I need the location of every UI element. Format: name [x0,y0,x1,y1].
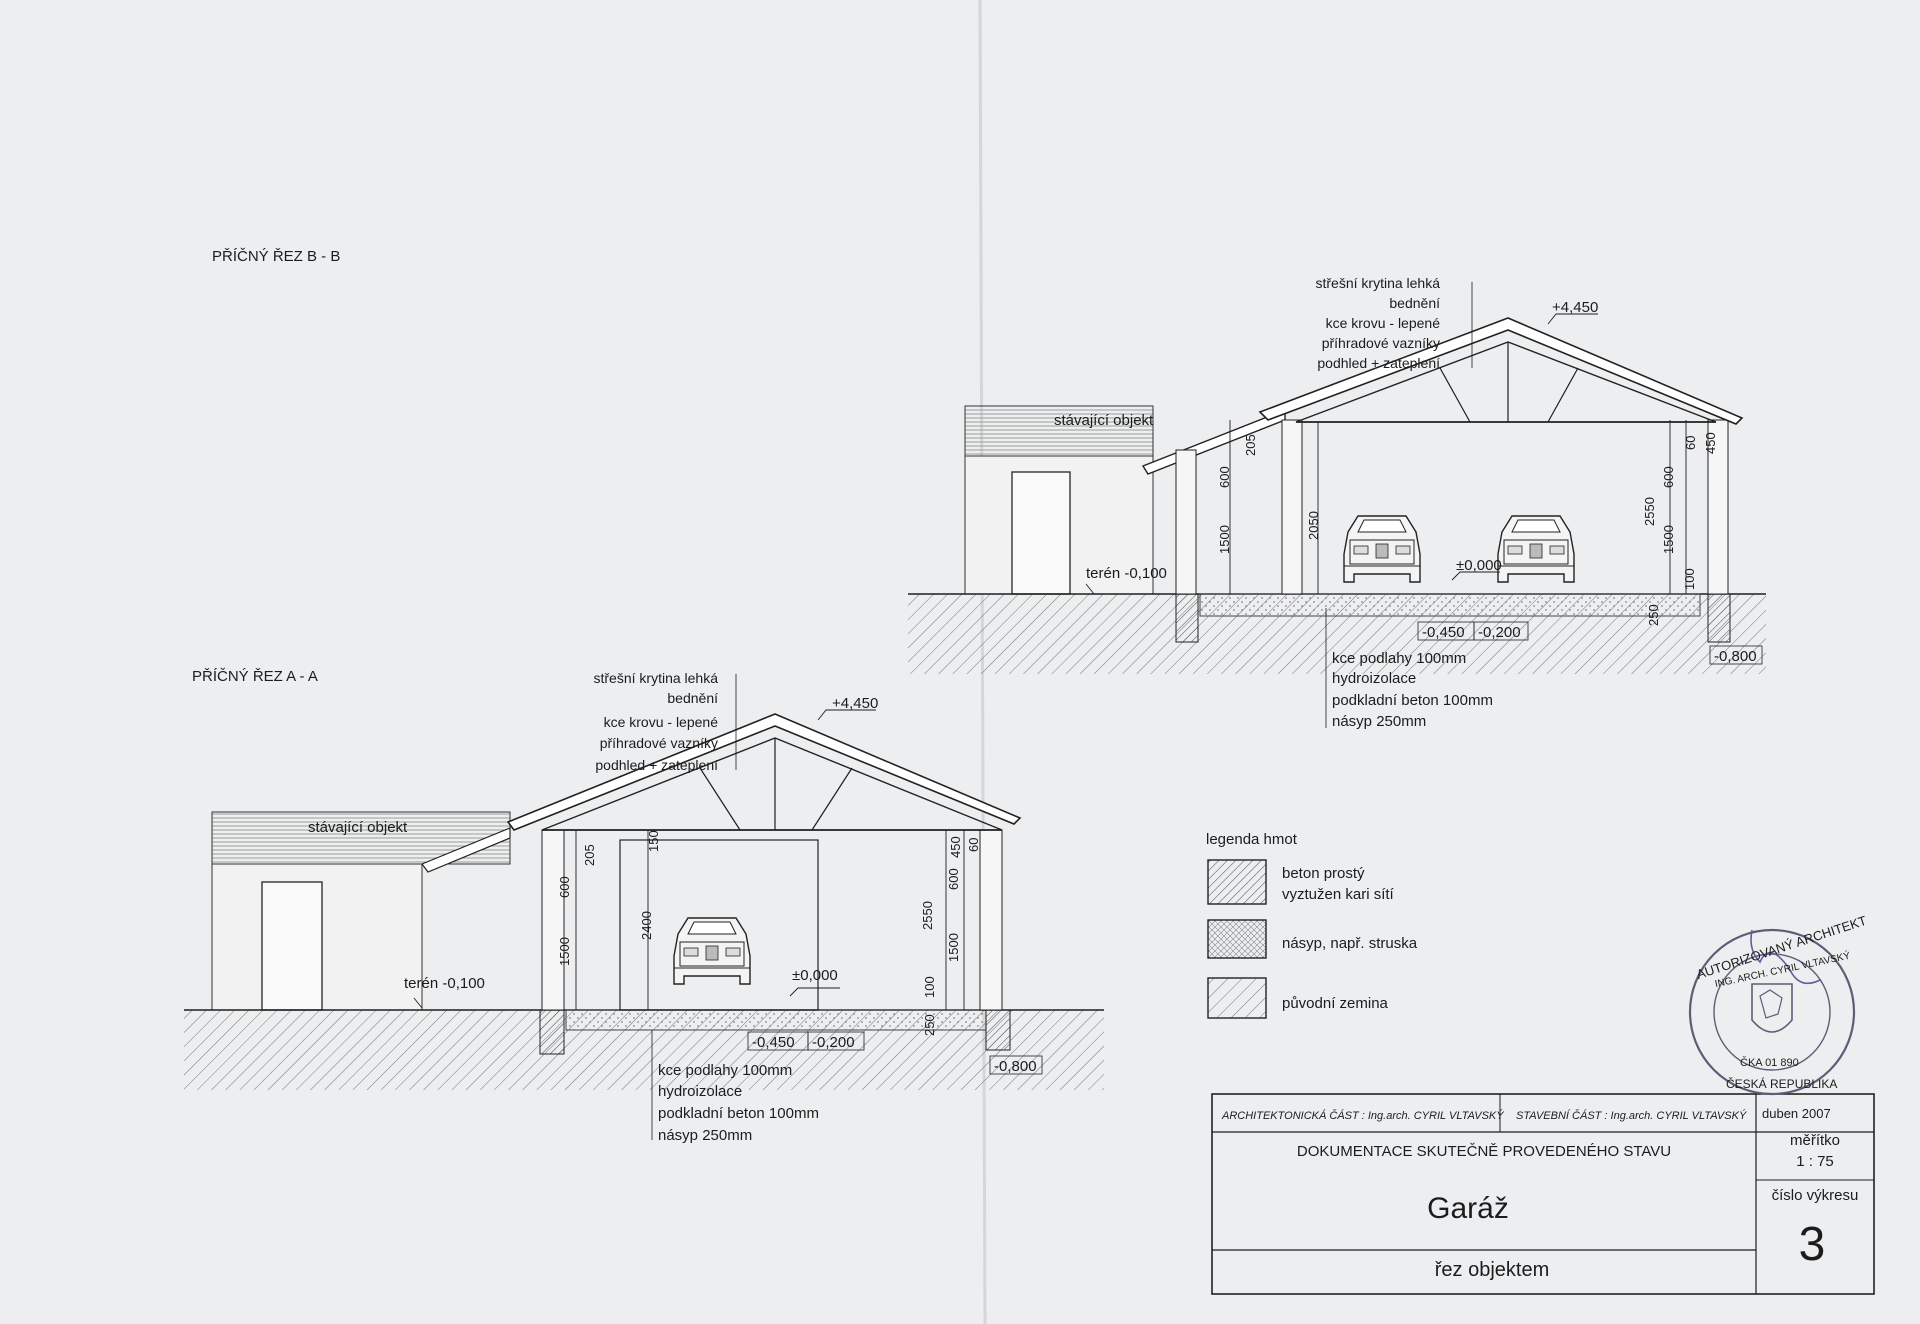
legend-item-1-line-2: vyztužen kari sítí [1282,886,1395,903]
section-bb-dim-600b: 600 [1661,466,1676,488]
legend-swatch-soil [1207,977,1267,1019]
section-bb-roof-layer-3: kce krovu - lepené [1326,315,1441,331]
title-block-date: duben 2007 [1762,1106,1831,1121]
section-aa-dim-1500b: 1500 [946,933,961,962]
section-bb-dim-1500a: 1500 [1217,525,1232,554]
legend: legenda hmot beton prostý vyztužen kari … [1206,831,1418,1019]
section-aa-level-0450: -0,450 [752,1034,795,1051]
section-bb-ridge-level: +4,450 [1552,299,1598,316]
legend-item-3: původní zemina [1282,995,1389,1012]
title-block-arch-part: ARCHITEKTONICKÁ ČÁST : Ing.arch. CYRIL V… [1221,1109,1504,1122]
section-aa-roof-layer-2: bednění [667,690,718,706]
section-aa: PŘÍČNÝ ŘEZ A - A stávající objekt 205 [184,668,1104,1144]
section-aa-level-0800: -0,800 [994,1058,1037,1075]
stamp-signature [1750,929,1821,985]
section-bb-floor-level: ±0,000 [1456,557,1502,574]
section-aa-dim-60: 60 [966,838,981,852]
section-aa-roof-layer-5: podhled + zateplení [595,757,718,773]
section-bb-dim-450: 450 [1703,432,1718,454]
section-bb-level-0200: -0,200 [1478,624,1521,641]
legend-item-1-line-1: beton prostý [1282,865,1365,882]
legend-swatch-beton [1207,859,1267,905]
stamp-number: ČKA 01 890 [1740,1056,1799,1069]
section-aa-floor-level: ±0,000 [792,967,838,984]
legend-swatch-fill [1207,919,1267,959]
section-bb-roof-layer-2: bednění [1389,295,1440,311]
section-bb-level-0800: -0,800 [1714,648,1757,665]
section-aa-dim-2550: 2550 [920,901,935,930]
section-aa-dim-2400: 2400 [639,911,654,940]
title-block-project: Garáž [1427,1192,1509,1225]
section-bb: PŘÍČNÝ ŘEZ B - B stávající objekt [212,248,1766,730]
section-aa-terrain: terén -0,100 [404,975,485,992]
section-aa-existing-label: stávající objekt [308,819,408,836]
section-aa-title: PŘÍČNÝ ŘEZ A - A [192,668,318,685]
section-bb-roof-layer-5: podhled + zateplení [1317,355,1440,371]
section-aa-roof-layer-3: kce krovu - lepené [604,714,719,730]
section-aa-floor-layer-1: kce podlahy 100mm [658,1062,792,1079]
architect-stamp: AUTORIZOVANÝ ARCHITEKT ING. ARCH. CYRIL … [1688,913,1868,1096]
section-bb-dim-2550: 2550 [1642,497,1657,526]
title-block-drawing-name: řez objektem [1435,1259,1550,1281]
title-block-struct-part: STAVEBNÍ ČÁST : Ing.arch. CYRIL VLTAVSKÝ [1516,1109,1747,1122]
title-block-drawing-no-label: číslo výkresu [1772,1187,1859,1204]
section-bb-roof-layer-1: střešní krytina lehká [1316,275,1441,291]
section-bb-roof-layer-4: příhradové vazníky [1322,335,1440,351]
legend-item-2: násyp, např. struska [1282,935,1418,952]
section-bb-terrain: terén -0,100 [1086,565,1167,582]
section-aa-dim-150: 150 [646,830,661,852]
section-aa-roof-layer-4: příhradové vazníky [600,735,718,751]
section-aa-dim-205: 205 [582,844,597,866]
section-aa-dim-100: 100 [922,976,937,998]
section-aa-ridge-level: +4,450 [832,695,878,712]
section-aa-dim-250: 250 [922,1014,937,1036]
section-bb-dim-2050: 2050 [1306,511,1321,540]
section-aa-level-0200: -0,200 [812,1034,855,1051]
section-bb-floor-layer-2: hydroizolace [1332,670,1416,687]
title-block-doc-type: DOKUMENTACE SKUTEČNĚ PROVEDENÉHO STAVU [1297,1143,1671,1160]
section-aa-dim-600b: 600 [946,868,961,890]
section-bb-floor-layer-4: násyp 250mm [1332,713,1426,730]
section-bb-dim-60: 60 [1683,436,1698,450]
section-aa-dim-600a: 600 [557,876,572,898]
section-bb-dim-205: 205 [1243,434,1258,456]
section-aa-roof-layer-1: střešní krytina lehká [594,670,719,686]
section-bb-dim-1500b: 1500 [1661,525,1676,554]
section-aa-floor-layer-2: hydroizolace [658,1083,742,1100]
section-bb-dim-250: 250 [1646,604,1661,626]
title-block-scale: 1 : 75 [1796,1153,1834,1170]
legend-title: legenda hmot [1206,831,1298,848]
section-bb-existing-label: stávající objekt [1054,412,1154,429]
section-aa-floor-layer-3: podkladní beton 100mm [658,1105,819,1122]
section-aa-floor-layer-4: násyp 250mm [658,1127,752,1144]
section-bb-floor-layer-1: kce podlahy 100mm [1332,650,1466,667]
section-bb-dim-600a: 600 [1217,466,1232,488]
title-block-scale-label: měřítko [1790,1132,1840,1149]
section-aa-dim-1500a: 1500 [557,937,572,966]
title-block: ARCHITEKTONICKÁ ČÁST : Ing.arch. CYRIL V… [1211,1093,1875,1295]
title-block-drawing-no: 3 [1799,1218,1826,1271]
section-bb-floor-layer-3: podkladní beton 100mm [1332,692,1493,709]
section-aa-dim-450: 450 [948,836,963,858]
section-bb-title: PŘÍČNÝ ŘEZ B - B [212,248,340,265]
section-bb-dim-100: 100 [1682,568,1697,590]
section-bb-level-0450: -0,450 [1422,624,1465,641]
stamp-country: ČESKÁ REPUBLIKA [1726,1076,1837,1091]
